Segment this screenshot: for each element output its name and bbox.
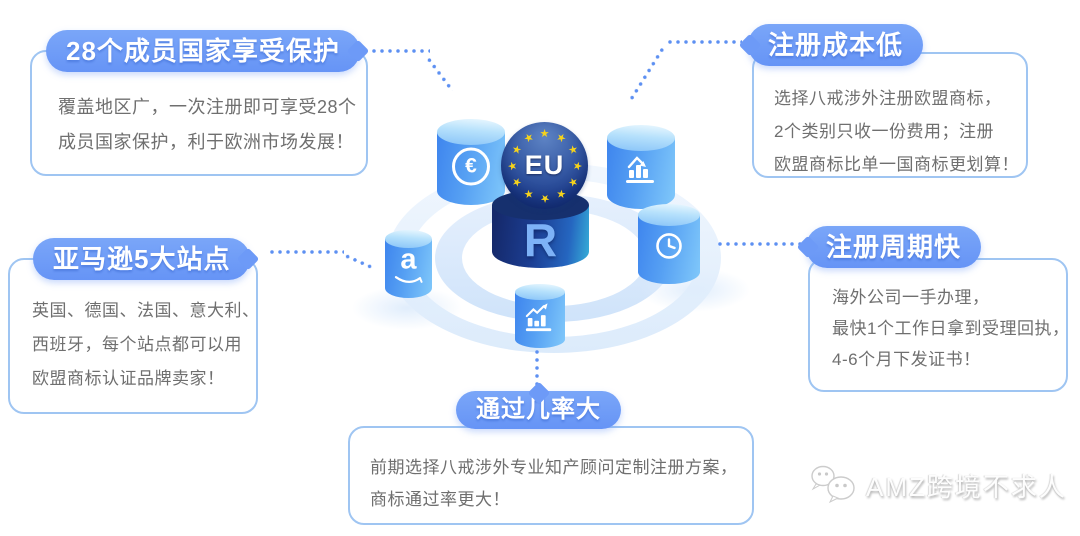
callout-line: 2个类别只收一份费用；注册 <box>774 122 994 141</box>
clock-icon <box>653 230 685 267</box>
callout-line: 最快1个工作日拿到受理回执， <box>832 319 1070 338</box>
dotted-connector-mid-left-diagonal <box>343 253 375 271</box>
euro-symbol: € <box>465 154 477 178</box>
growth-cylinder <box>515 284 565 348</box>
star-icon <box>538 191 552 205</box>
badge-amazon-sites: 亚马逊5大站点 <box>33 238 251 280</box>
cylinder-top <box>385 230 432 248</box>
callout-line: 覆盖地区广，一次注册即可享受28个 <box>58 97 357 117</box>
dotted-connector-mid-left <box>268 250 344 254</box>
clock-cylinder <box>638 204 700 284</box>
amazon-icon: a <box>394 243 424 291</box>
cylinder-top <box>515 284 565 300</box>
cost-cylinder <box>607 125 675 209</box>
callout-box-high-pass-rate: 前期选择八戒涉外专业知产顾问定制注册方案， 商标通过率更大！ <box>348 426 754 525</box>
callout-line: 4-6个月下发证书！ <box>832 350 981 369</box>
callout-line: 前期选择八戒涉外专业知产顾问定制注册方案， <box>370 458 738 477</box>
badge-low-cost: 注册成本低 <box>748 24 924 66</box>
cylinder-body <box>385 239 432 298</box>
cylinder-top <box>437 119 505 145</box>
badge-28-members: 28个成员国家享受保护 <box>46 30 360 72</box>
registered-trademark-letter: R <box>523 213 558 266</box>
trademark-cylinder: R <box>492 190 589 268</box>
eu-flag-medallion: EU <box>501 122 588 209</box>
callout-line: 英国、德国、法国、意大利、 <box>32 301 260 320</box>
amazon-cylinder: a <box>385 230 432 298</box>
callout-line: 商标通过率更大！ <box>370 490 510 509</box>
bar-chart-trend-icon <box>623 153 659 190</box>
callout-line: 成员国家保护，利于欧洲市场发展！ <box>58 132 354 152</box>
eu-label: EU <box>524 149 565 180</box>
watermark: AMZ跨境不求人 <box>808 462 1067 508</box>
callout-box-amazon-sites: 英国、德国、法国、意大利、 西班牙，每个站点都可以用 欧盟商标认证品牌卖家！ <box>8 258 260 414</box>
watermark-brand: AMZ跨境不求人 <box>866 471 1067 502</box>
star-icon <box>538 127 552 141</box>
euro-cylinder: € <box>437 119 505 205</box>
dotted-connector-top-left-diagonal <box>425 55 454 92</box>
callout-line: 欧盟商标认证品牌卖家！ <box>32 369 225 388</box>
amazon-letter: a <box>400 243 417 276</box>
callout-line: 选择八戒涉外注册欧盟商标， <box>774 89 1002 108</box>
dotted-connector-mid-right <box>716 242 802 246</box>
dotted-connector-bottom <box>535 348 539 390</box>
wechat-icon <box>811 465 855 504</box>
cylinder-top <box>638 204 700 226</box>
cylinder-body <box>515 292 565 348</box>
cylinder-top <box>607 125 675 151</box>
callout-box-low-cost: 选择八戒涉外注册欧盟商标， 2个类别只收一份费用；注册 欧盟商标比单一国商标更划… <box>752 52 1028 178</box>
growth-chart-icon <box>523 302 557 339</box>
dotted-connector-top-left <box>370 49 430 53</box>
star-icon <box>506 159 520 173</box>
badge-fast-cycle: 注册周期快 <box>806 226 982 268</box>
callout-line: 欧盟商标比单一国商标更划算！ <box>774 155 1019 174</box>
callout-box-fast-cycle: 海外公司一手办理， 最快1个工作日拿到受理回执， 4-6个月下发证书！ <box>808 258 1070 392</box>
callout-line: 西班牙，每个站点都可以用 <box>32 335 242 354</box>
dotted-connector-top-right <box>666 40 742 44</box>
star-icon <box>570 159 584 173</box>
euro-icon: € <box>452 147 490 186</box>
dotted-connector-top-right-diagonal <box>628 47 665 103</box>
badge-high-pass-rate: 通过几率大 <box>456 391 621 429</box>
cylinder-body <box>638 215 700 284</box>
callout-line: 海外公司一手办理， <box>832 288 990 307</box>
